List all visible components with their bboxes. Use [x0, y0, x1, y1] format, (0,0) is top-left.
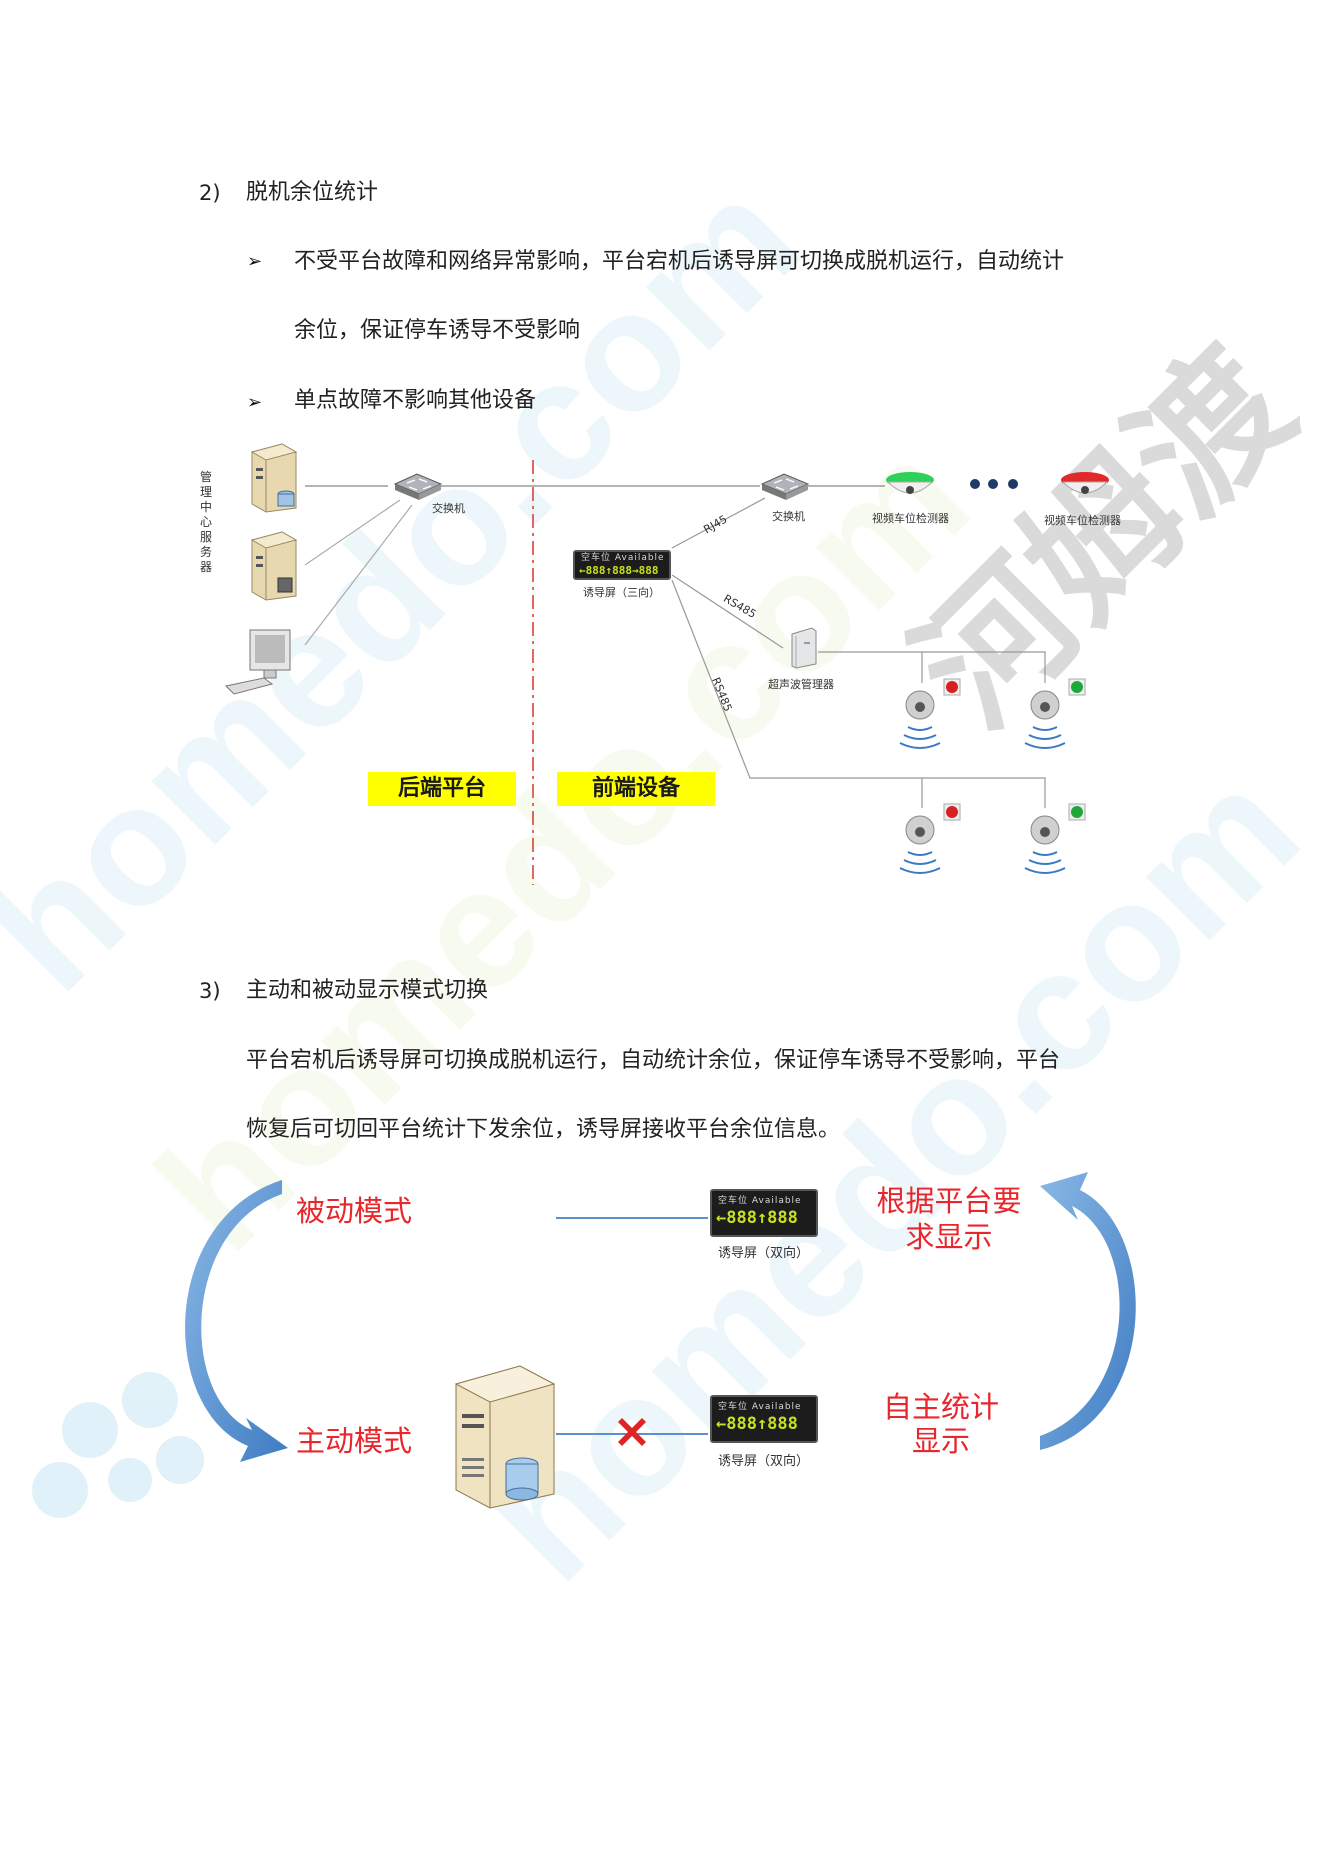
screen-three-way-caption: 诱导屏（三向） [583, 586, 660, 599]
ultrasonic-sensor-green-icon [1024, 678, 1086, 749]
backend-platform-label: 后端平台 [368, 772, 516, 806]
video-parking-detector-green-icon [886, 472, 934, 494]
ultrasonic-sensor-red-icon [899, 678, 961, 749]
bullet1-line2: 余位，保证停车诱导不受影响 [294, 318, 581, 343]
bullet-arrow-icon: ➢ [247, 251, 263, 272]
server-vertical-label: 管理中心服务器 [199, 470, 212, 574]
bullet1-line1: 不受平台故障和网络异常影响，平台宕机后诱导屏可切换成脱机运行，自动统计 [294, 249, 1065, 274]
server-tower-large-icon [454, 1365, 556, 1509]
guidance-screen-two-way-bottom: 空车位 Available ←888↑888 [710, 1395, 818, 1443]
disconnect-x-icon [618, 1418, 646, 1446]
guidance-screen-three-way: 空车位 Available ←888↑888→888 [573, 550, 671, 580]
bullet2-line1: 单点故障不影响其他设备 [294, 388, 537, 413]
screen-top-text: 空车位 Available [718, 1196, 802, 1206]
section3-para-line2: 恢复后可切回平台统计下发余位，诱导屏接收平台余位信息。 [246, 1117, 841, 1142]
section3-title: 主动和被动显示模式切换 [246, 978, 489, 1003]
ultrasonic-sensor-green-icon [1024, 803, 1086, 874]
video-parking-detector-red-icon [1061, 472, 1109, 494]
screen-digits: ←888↑888→888 [579, 564, 659, 577]
detector-2-label: 视频车位检测器 [1044, 514, 1121, 527]
network-diagram-lines [304, 460, 1046, 885]
platform-display-line2: 求显示 [905, 1220, 993, 1254]
section3-number: 3) [199, 979, 221, 1003]
passive-mode-label: 被动模式 [296, 1194, 413, 1228]
self-stat-line1: 自主统计 [882, 1390, 999, 1424]
network-diagram: 管理中心服务器 交换机 交换机 视频车位检测器 视频车位检测器 RJ45 RS4… [0, 0, 1323, 900]
screen-two-way-caption-top: 诱导屏（双向） [718, 1246, 810, 1261]
section2-number: 2) [199, 181, 221, 205]
server-tower-icon [250, 531, 298, 601]
switch-left-label: 交换机 [432, 502, 465, 515]
bullet-arrow-icon: ➢ [247, 392, 263, 413]
active-mode-label: 主动模式 [296, 1424, 413, 1458]
server-tower-icon [250, 443, 298, 513]
ultrasonic-sensor-red-icon [899, 803, 961, 874]
platform-display-line1: 根据平台要 [876, 1184, 1022, 1218]
detector-1-label: 视频车位检测器 [872, 512, 949, 525]
switch-right-label: 交换机 [772, 510, 805, 523]
self-stat-line2: 显示 [911, 1424, 970, 1458]
screen-digits: ←888↑888 [716, 1414, 798, 1434]
network-switch-icon [760, 473, 810, 500]
screen-digits: ←888↑888 [716, 1208, 798, 1228]
ultrasonic-manager-label: 超声波管理器 [768, 678, 834, 691]
workstation-computer-icon [224, 629, 291, 695]
screen-two-way-caption-bottom: 诱导屏（双向） [718, 1454, 810, 1469]
screen-top-text: 空车位 Available [718, 1402, 802, 1412]
ultrasonic-manager-box-icon [791, 627, 817, 669]
guidance-screen-two-way-top: 空车位 Available ←888↑888 [710, 1189, 818, 1237]
screen-top-text: 空车位 Available [581, 553, 665, 563]
frontend-device-label: 前端设备 [557, 772, 715, 806]
section2-title: 脱机余位统计 [246, 180, 379, 205]
network-switch-icon [393, 473, 443, 500]
section3-para-line1: 平台宕机后诱导屏可切换成脱机运行，自动统计余位，保证停车诱导不受影响，平台 [246, 1048, 1061, 1073]
